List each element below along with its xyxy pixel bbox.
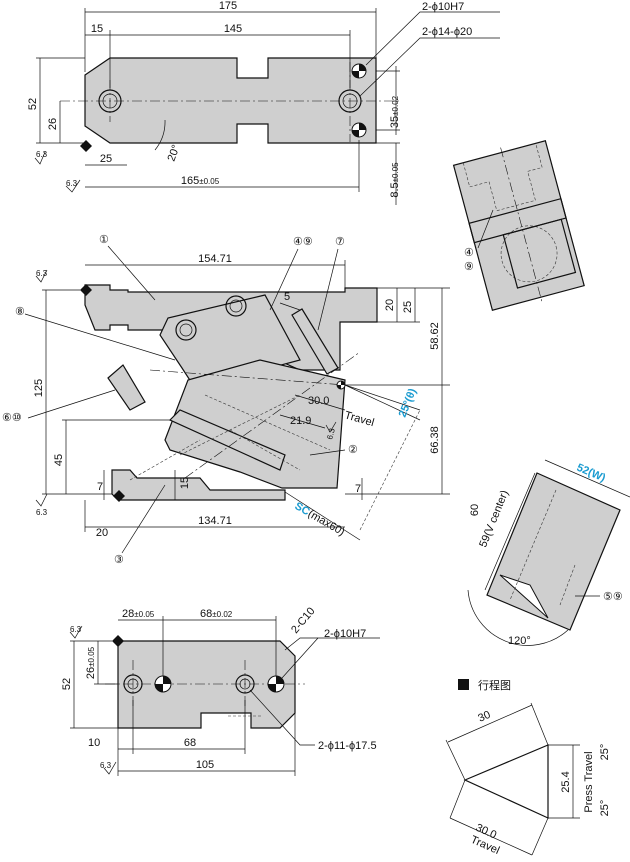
dim-25: 25 <box>100 153 112 165</box>
dim-7b: 7 <box>355 483 361 495</box>
dim-35: 35±0.02 <box>389 95 401 128</box>
label-angle: 25°(θ) <box>397 387 419 420</box>
dowel-hole-icon <box>154 675 172 693</box>
dim-60: 60 <box>469 504 481 516</box>
label-sc: SC(max60) <box>293 500 347 538</box>
travel-diagram-title: 行程图 <box>478 679 511 692</box>
dim-20: 20 <box>96 527 108 539</box>
top-view: 175 145 15 52 26 25 20° 165±0.05 35±0.02… <box>27 0 500 205</box>
dim-20b: 20 <box>384 299 396 311</box>
top-view-plate <box>84 57 377 144</box>
slider <box>164 359 346 489</box>
dim-15: 15 <box>179 477 191 489</box>
dim-66-38: 66.38 <box>429 426 441 454</box>
tag-3: ③ <box>114 554 124 566</box>
label-width: 52(W) <box>575 462 608 485</box>
label-hole-11-17: 2-ϕ11-ϕ17.5 <box>318 740 377 752</box>
legend-square-icon <box>458 679 469 690</box>
roughness-symbol: 6.3 <box>36 150 48 159</box>
dim-68: 68±0.02 <box>200 608 233 620</box>
dim-10: 10 <box>88 737 100 749</box>
dim-20deg: 20° <box>166 143 183 163</box>
label-press-travel: Press Travel <box>583 751 595 812</box>
dim-26: 26 <box>47 118 59 130</box>
roughness-symbol: 6.3 <box>100 761 112 770</box>
tag-6-10: ⑥⑩ <box>2 412 22 424</box>
tag-1: ① <box>99 234 109 246</box>
dim-145: 145 <box>224 23 242 35</box>
dim-165: 165±0.05 <box>181 175 220 187</box>
label-travel: Travel <box>343 409 375 429</box>
dim-175: 175 <box>219 0 237 12</box>
label-chamfer: 2-C10 <box>289 605 317 636</box>
label-hole-10h7: 2-ϕ10H7 <box>422 1 464 13</box>
dowel-hole-icon <box>351 63 367 79</box>
roughness-symbol: 6.3 <box>36 269 48 278</box>
dim-25: 25 <box>402 301 414 313</box>
angle-25b: 25° <box>599 800 611 817</box>
tag-8: ⑧ <box>15 306 25 318</box>
dim-30-0: 30.0 <box>308 395 329 407</box>
dim-52: 52 <box>61 678 73 690</box>
dim-7: 7 <box>97 481 103 493</box>
dowel-hole-icon <box>267 675 285 693</box>
dim-134-71: 134.71 <box>198 515 232 527</box>
dim-30: 30 <box>476 709 492 725</box>
bottom-plate <box>117 640 296 729</box>
tag-7: ⑦ <box>335 236 345 248</box>
dim-26: 26±0.05 <box>85 646 97 679</box>
dim-25-4: 25.4 <box>560 771 572 792</box>
roughness-symbol: 6.3 <box>70 625 82 634</box>
tag-2: ② <box>348 444 358 456</box>
dim-125: 125 <box>33 379 45 397</box>
dim-52: 52 <box>27 98 39 110</box>
dim-45: 45 <box>53 454 65 466</box>
tag-5-9: ⑤⑨ <box>603 591 623 603</box>
tag-4-9: ④⑨ <box>293 236 313 248</box>
bottom-view: 28±0.05 68±0.02 2-C10 2-ϕ10H7 2-ϕ11-ϕ17.… <box>61 605 380 776</box>
travel-diagram: 行程图 30 25.4 Press Travel 25° 25° 30.0 Tr… <box>445 679 611 857</box>
side-view <box>452 140 585 311</box>
roughness-symbol: 6.3 <box>66 179 78 188</box>
dim-21-9: 21.9 <box>290 415 311 427</box>
label-hole-10h7: 2-ϕ10H7 <box>324 628 366 640</box>
dim-58-62: 58.62 <box>429 322 441 350</box>
roughness-symbol: 6.3 <box>36 508 48 517</box>
tag-4: ④ <box>464 247 474 259</box>
dim-154-71: 154.71 <box>198 253 232 265</box>
front-view: 154.71 134.71 125 45 7 20 15 5 20 25 58.… <box>2 234 450 566</box>
label-hole-14-20: 2-ϕ14-ϕ20 <box>422 26 472 38</box>
dim-8-5: 8.5±0.05 <box>389 162 401 198</box>
roughness-symbol: 6.3 <box>325 427 337 441</box>
dim-68b: 68 <box>184 737 196 749</box>
angle-25a: 25° <box>599 744 611 761</box>
tag-9: ⑨ <box>464 261 474 273</box>
dim-28: 28±0.05 <box>122 608 155 620</box>
section-view: 52(W) 60 59(V center) 120° ⑤⑨ <box>467 459 630 647</box>
dim-105: 105 <box>196 759 214 771</box>
dowel-hole-icon <box>351 122 367 138</box>
dim-15: 15 <box>91 23 103 35</box>
dim-120: 120° <box>508 635 531 647</box>
dim-5: 5 <box>284 291 290 303</box>
